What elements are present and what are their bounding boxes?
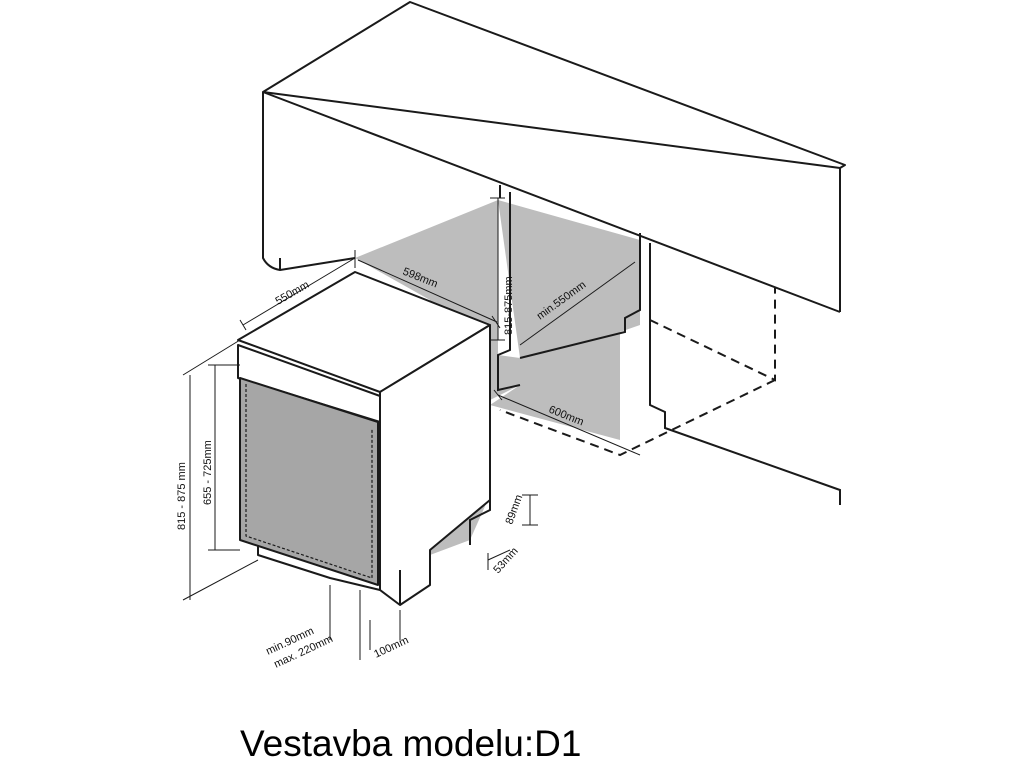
dishwasher-side bbox=[379, 324, 491, 606]
dimension-lines bbox=[182, 197, 641, 660]
dim-line-598 bbox=[354, 250, 501, 329]
label-815-875-niche: 815-875mm bbox=[503, 276, 515, 335]
niche-side-wall bbox=[519, 240, 641, 359]
niche-right-shade bbox=[490, 200, 640, 440]
side-cabinet bbox=[499, 243, 841, 505]
label-100: 100mm bbox=[372, 634, 410, 660]
side-cabinet-body bbox=[649, 243, 841, 505]
dishwasher-control-panel bbox=[237, 344, 381, 423]
label-815-875-total: 815 - 875 mm bbox=[176, 462, 188, 530]
dim-line-100 bbox=[369, 610, 401, 650]
dishwasher-kick-area bbox=[257, 545, 401, 605]
diagram-title: Vestavba modelu:D1 bbox=[240, 723, 581, 764]
countertop-front-edge bbox=[262, 92, 356, 271]
floor-outline-dashed bbox=[499, 288, 776, 457]
niche-back-wall bbox=[497, 192, 521, 392]
countertop-long-edge bbox=[262, 91, 841, 313]
label-53: 53mm bbox=[491, 545, 520, 576]
dishwasher bbox=[237, 271, 491, 606]
niche-walls bbox=[469, 192, 641, 545]
dim-line-89 bbox=[522, 494, 538, 526]
dim-line-655-725 bbox=[208, 364, 240, 551]
countertop bbox=[262, 1, 846, 313]
door-inner-edge bbox=[245, 384, 373, 579]
dim-line-min550 bbox=[519, 261, 636, 346]
dim-line-550 bbox=[239, 257, 356, 331]
niche-plinth-step bbox=[469, 495, 491, 545]
label-89: 89mm bbox=[504, 493, 526, 526]
dim-line-815-875-niche bbox=[490, 197, 505, 341]
countertop-top-face bbox=[262, 1, 846, 169]
dim-line-53 bbox=[487, 549, 511, 570]
dishwasher-door bbox=[239, 377, 379, 586]
label-655-725: 655 - 725mm bbox=[202, 440, 214, 505]
dim-line-815-875-total bbox=[182, 339, 259, 601]
dim-line-600 bbox=[493, 389, 641, 456]
